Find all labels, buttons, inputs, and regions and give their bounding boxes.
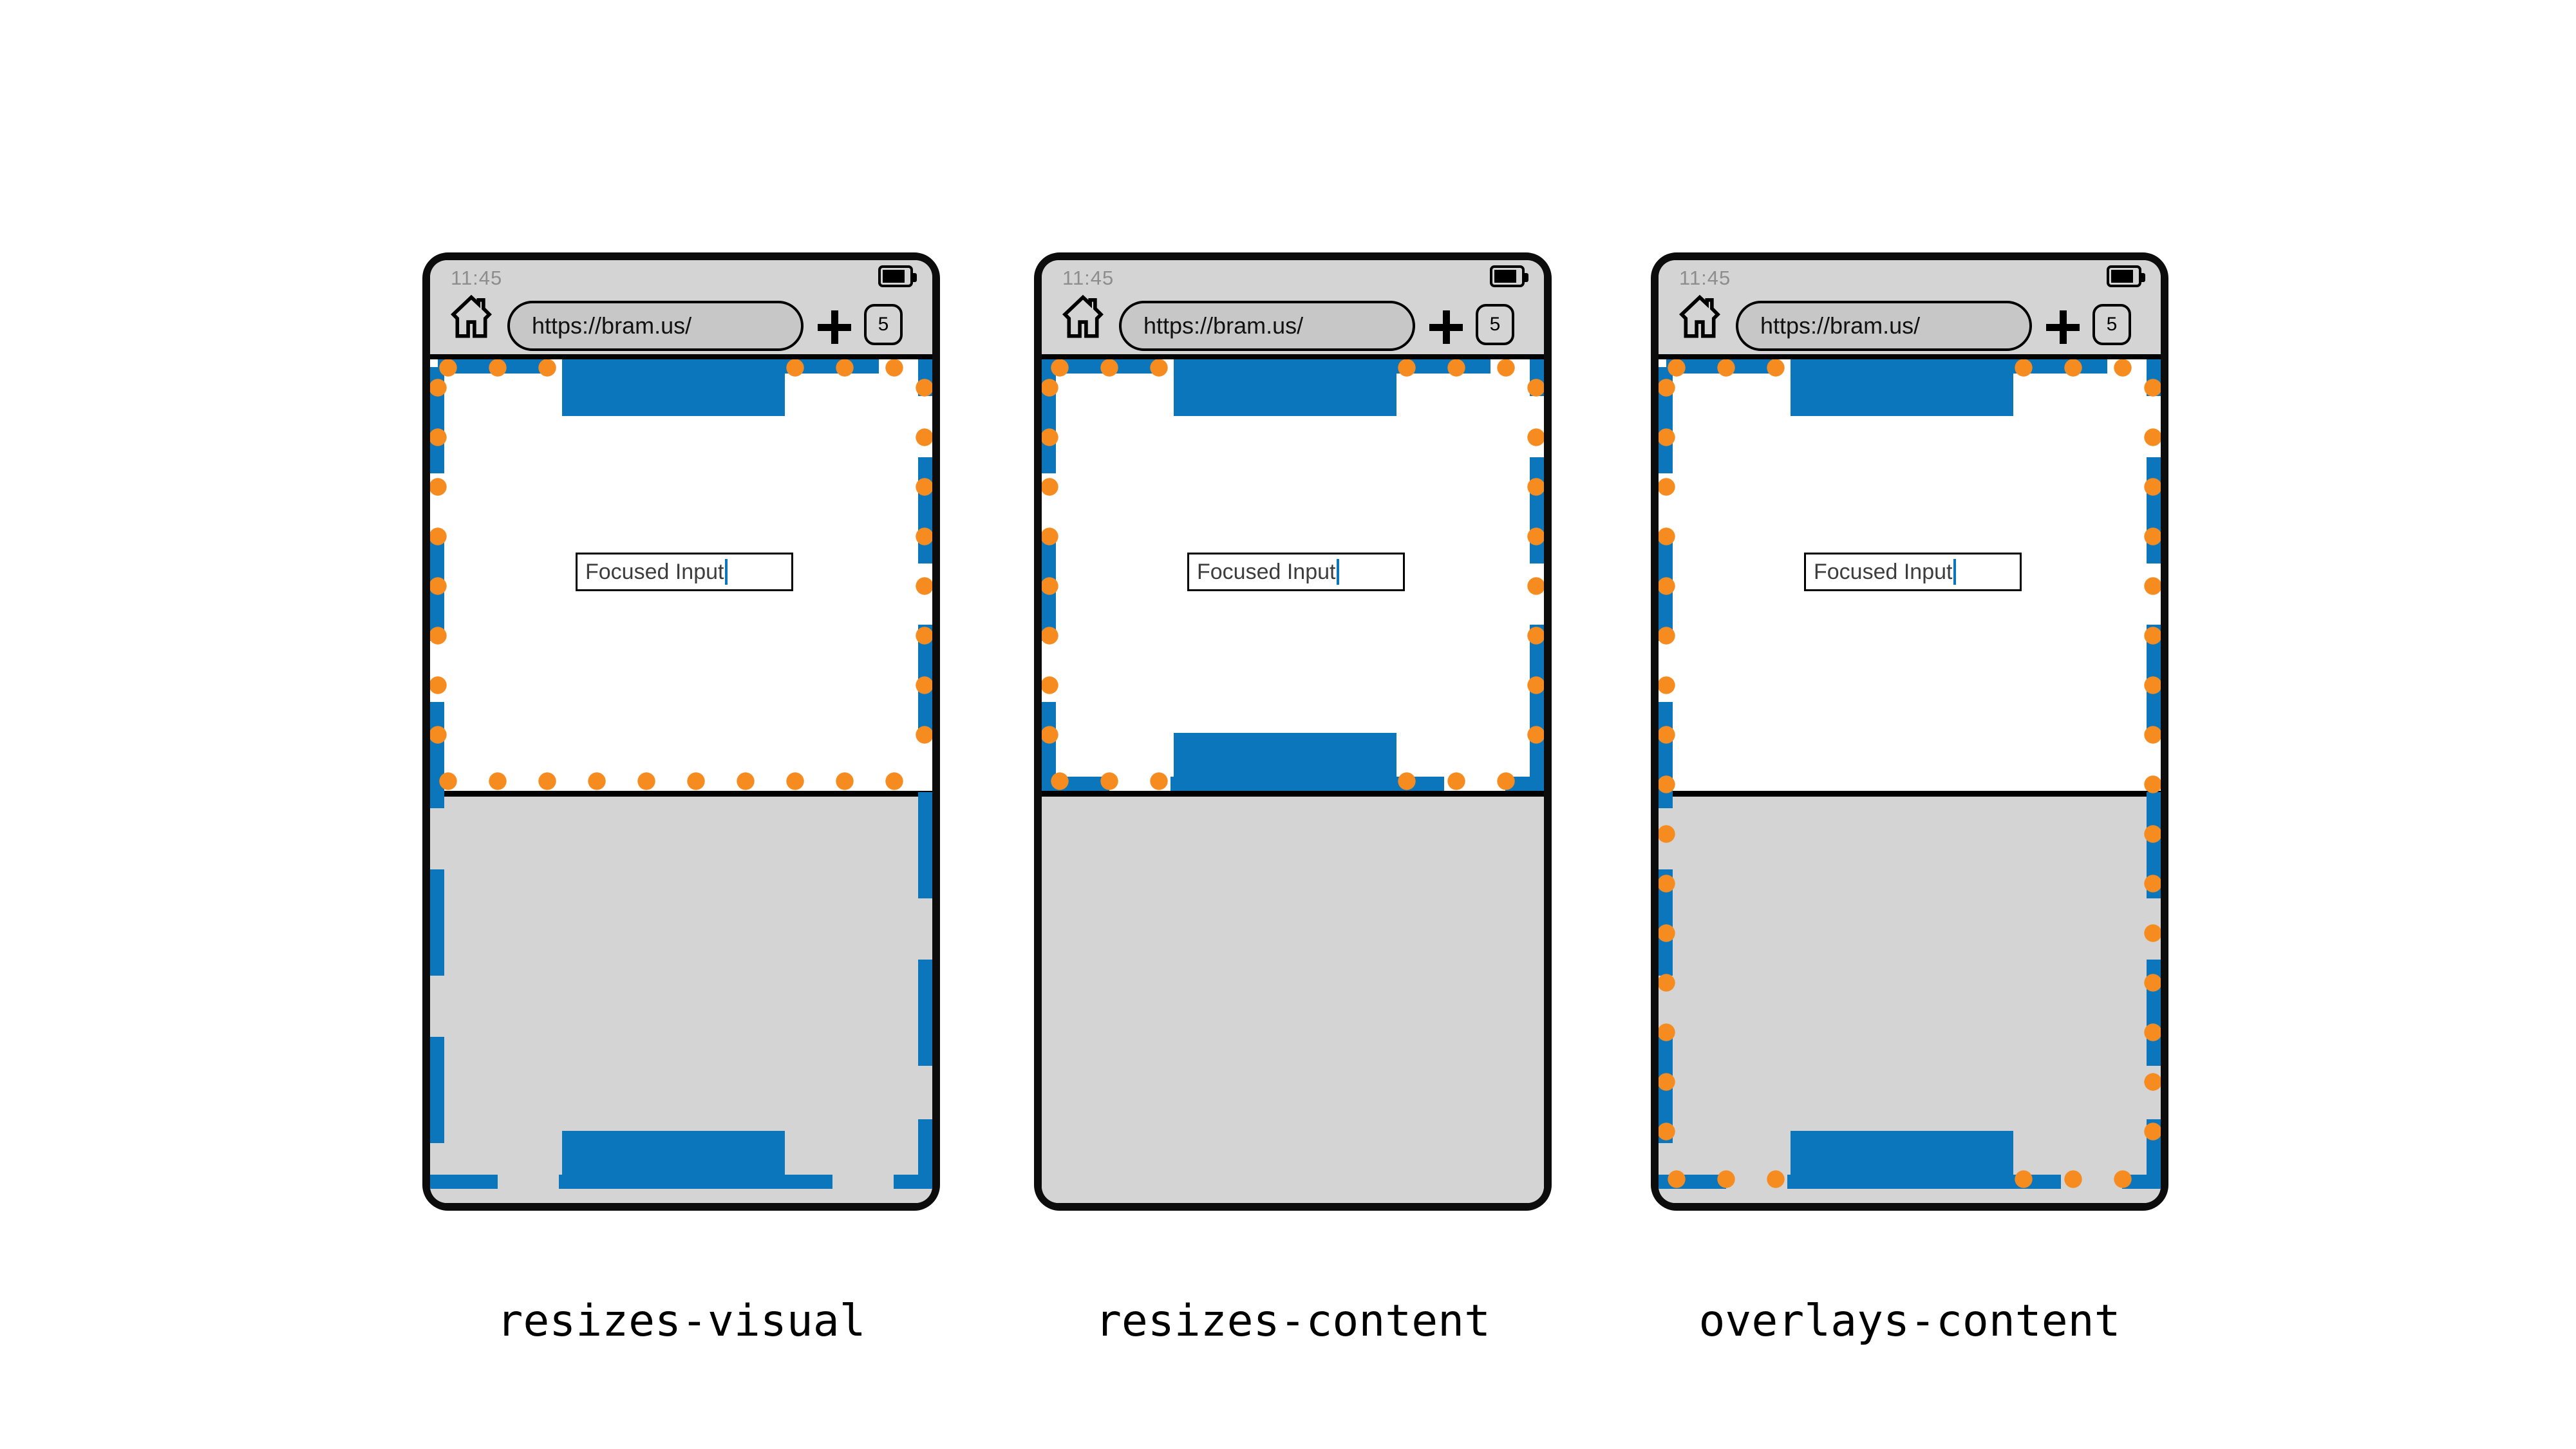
- browser-chrome: 11:45 https://bram.us/ 5: [430, 260, 932, 354]
- viewport-demo-screen: Focused Input: [430, 359, 932, 1203]
- status-time: 11:45: [451, 267, 503, 289]
- battery-icon: [878, 265, 917, 287]
- phone-mockup-resizes-content: 11:45 https://bram.us/ 5: [1034, 252, 1552, 1211]
- home-button[interactable]: [1677, 294, 1723, 339]
- new-tab-button[interactable]: [1429, 310, 1463, 344]
- keyboard-divider: [430, 791, 932, 797]
- status-time: 11:45: [1679, 267, 1731, 289]
- home-icon: [450, 294, 492, 338]
- focused-input-value: Focused Input: [1197, 559, 1336, 584]
- mode-caption-resizes-content: resizes-content: [1095, 1296, 1491, 1347]
- chrome-divider: [1042, 354, 1544, 359]
- focused-input[interactable]: Focused Input: [1804, 553, 2022, 591]
- url-bar[interactable]: https://bram.us/: [1119, 301, 1415, 351]
- tab-counter-button[interactable]: 5: [864, 304, 903, 345]
- status-time: 11:45: [1062, 267, 1114, 289]
- phone-screen-area: 11:45 https://bram.us/ 5: [1659, 260, 2161, 1203]
- chrome-divider: [430, 354, 932, 359]
- virtual-keyboard-area[interactable]: [430, 797, 932, 1203]
- new-tab-button[interactable]: [2046, 310, 2080, 344]
- focused-input[interactable]: Focused Input: [576, 553, 793, 591]
- tab-counter-button[interactable]: 5: [2092, 304, 2131, 345]
- phone-screen-area: 11:45 https://bram.us/ 5: [430, 260, 932, 1203]
- phone-mockup-resizes-visual: 11:45 https://bram.us/ 5: [422, 252, 940, 1211]
- keyboard-divider: [1042, 791, 1544, 797]
- virtual-keyboard-area[interactable]: [1659, 797, 2161, 1203]
- home-icon: [1062, 294, 1104, 338]
- text-caret: [1953, 559, 1957, 585]
- mode-caption-overlays-content: overlays-content: [1698, 1296, 2121, 1347]
- text-caret: [725, 559, 728, 585]
- chrome-divider: [1659, 354, 2161, 359]
- home-button[interactable]: [1060, 294, 1106, 339]
- battery-icon: [1490, 265, 1528, 287]
- focused-input-value: Focused Input: [585, 559, 724, 584]
- phone-mockup-overlays-content: 11:45 https://bram.us/ 5: [1651, 252, 2168, 1211]
- url-bar[interactable]: https://bram.us/: [1736, 301, 2032, 351]
- url-bar[interactable]: https://bram.us/: [507, 301, 804, 351]
- mode-caption-resizes-visual: resizes-visual: [496, 1296, 866, 1347]
- home-icon: [1678, 294, 1720, 338]
- home-button[interactable]: [448, 294, 494, 339]
- text-caret: [1337, 559, 1340, 585]
- virtual-keyboard-area[interactable]: [1042, 797, 1544, 1203]
- focused-input[interactable]: Focused Input: [1187, 553, 1405, 591]
- tab-counter-button[interactable]: 5: [1476, 304, 1514, 345]
- focused-input-value: Focused Input: [1814, 559, 1953, 584]
- battery-icon: [2107, 265, 2145, 287]
- keyboard-divider: [1659, 791, 2161, 797]
- phone-screen-area: 11:45 https://bram.us/ 5: [1042, 260, 1544, 1203]
- browser-chrome: 11:45 https://bram.us/ 5: [1042, 260, 1544, 354]
- browser-chrome: 11:45 https://bram.us/ 5: [1659, 260, 2161, 354]
- new-tab-button[interactable]: [818, 310, 851, 344]
- viewport-demo-screen: Focused Input: [1659, 359, 2161, 1203]
- viewport-demo-screen: Focused Input: [1042, 359, 1544, 1203]
